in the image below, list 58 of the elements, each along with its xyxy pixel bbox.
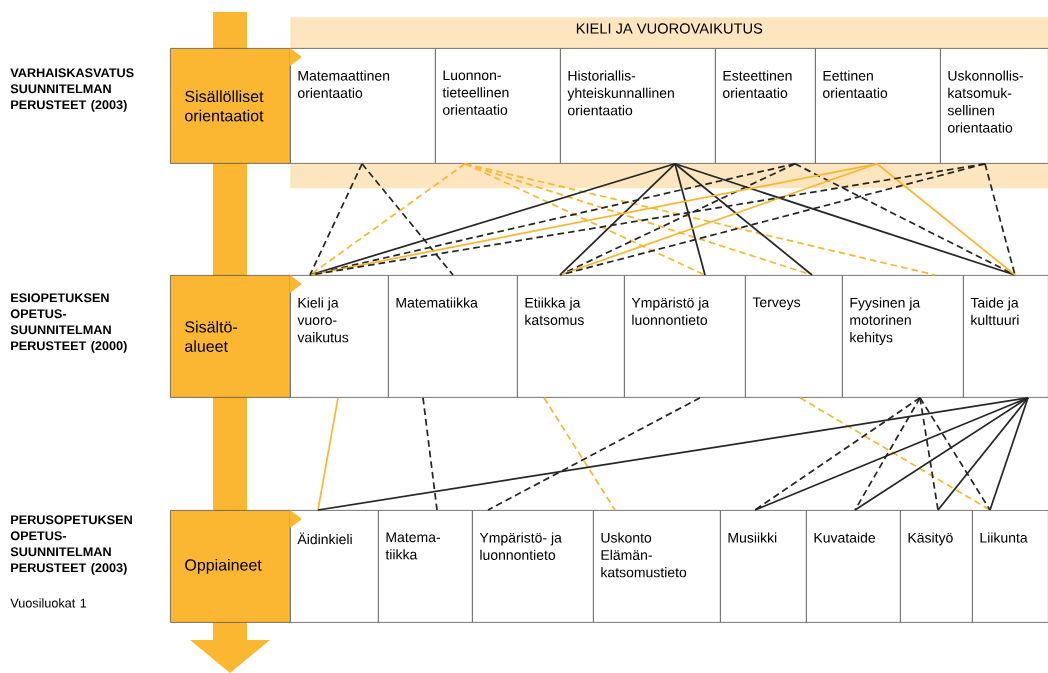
connector-line <box>487 396 701 511</box>
content-box: Esteettinen orientaatio <box>715 48 816 164</box>
row-label: VARHAISKASVATUS SUUNNITELMAN PERUSTEET (2003) <box>10 68 134 112</box>
content-box: Etiikka ja katsomus <box>517 275 625 398</box>
content-box: Ympäristö- ja luonnontieto <box>472 510 594 623</box>
content-box: Kieli ja vuoro- vaikutus <box>290 275 389 398</box>
content-box: Eettinen orientaatio <box>815 48 941 164</box>
connector-line <box>919 396 939 511</box>
connector-line <box>854 396 921 511</box>
connector-line <box>309 162 363 276</box>
content-box: Ympäristö ja luonnontieto <box>624 275 746 398</box>
content-box: Matemaattinen orientaatio <box>290 48 436 164</box>
connector-line <box>674 162 813 276</box>
connector-line <box>361 162 454 276</box>
content-box: Uskonto Elämän- katsomustieto <box>593 510 721 623</box>
connector-line <box>464 162 706 276</box>
connector-line <box>309 162 986 276</box>
row-label: Vuosiluokat 1 <box>10 598 87 608</box>
content-box: Kuvataide <box>806 510 901 623</box>
content-box: Historiallis- yhteiskunnallinen orientaatio <box>560 48 716 164</box>
connector-line <box>309 162 676 276</box>
content-box: Uskonnollis- katsomuk- sellinen orientaatio <box>940 48 1048 164</box>
row-label: ESIOPETUKSEN OPETUS- SUUNNITELMAN PERUSTEET (2000) <box>10 293 127 353</box>
connector-line <box>919 396 991 511</box>
connector-line <box>559 162 986 276</box>
connector-line <box>674 162 706 276</box>
connector-line <box>937 396 1029 511</box>
content-box: Liikunta <box>972 510 1048 623</box>
connector-line <box>559 162 878 276</box>
content-box: Terveys <box>745 275 843 398</box>
connector-line <box>422 396 438 511</box>
connector-line <box>989 396 1029 511</box>
content-box: Luonnon- tieteellinen orientaatio <box>435 48 561 164</box>
content-box: Käsityö <box>900 510 973 623</box>
connector-line <box>559 162 796 276</box>
content-box: Matematiikka <box>388 275 518 398</box>
content-box: Musiikki <box>720 510 807 623</box>
category-box: Oppiaineet <box>170 510 291 623</box>
connector-line <box>559 162 676 276</box>
content-box: Matema- tiikka <box>378 510 473 623</box>
content-box: Taide ja kulttuuri <box>963 275 1048 398</box>
connector-line <box>754 396 1029 511</box>
connector-line <box>543 396 616 511</box>
connector-line <box>309 162 466 276</box>
content-box: Fyysinen ja motorinen kehitys <box>842 275 964 398</box>
row-label: PERUSOPETUKSEN OPETUS- SUUNNITELMAN PERUSTEET (2003) <box>10 515 132 575</box>
connector-line <box>984 162 1016 276</box>
connector-line <box>876 162 1016 276</box>
connector-line <box>674 162 1016 276</box>
connector-line <box>317 396 1029 511</box>
connector-line <box>799 396 991 511</box>
category-box: Sisällölliset orientaatiot <box>170 48 291 164</box>
connector-line <box>854 396 1029 511</box>
content-box: Äidinkieli <box>290 510 379 623</box>
connector-line <box>464 162 936 276</box>
connector-line <box>754 396 921 511</box>
connector-line <box>317 396 339 511</box>
category-box: Sisältö- alueet <box>170 275 291 398</box>
